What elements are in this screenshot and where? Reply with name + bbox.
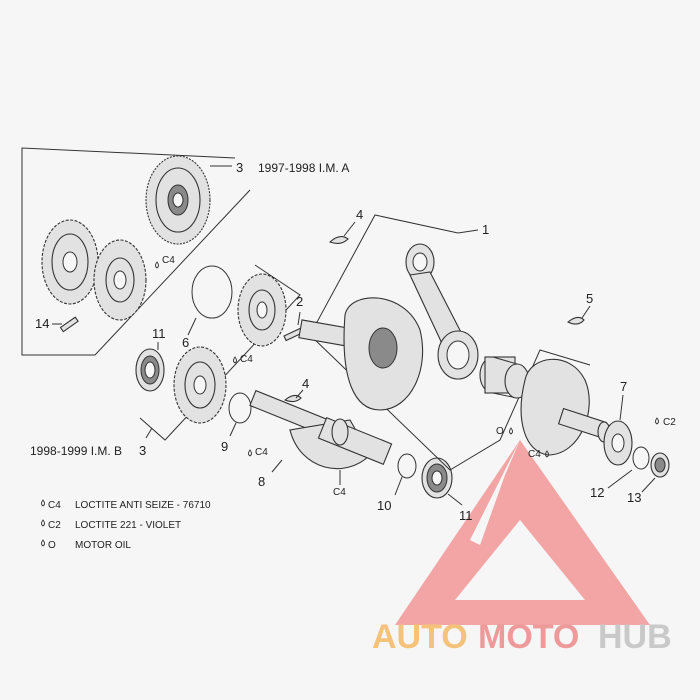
- drop-icon: [655, 417, 659, 425]
- crank-assembly-box: [309, 214, 591, 471]
- mark-c4-right-web: C4: [528, 449, 541, 460]
- bearing-11-left: [135, 348, 165, 392]
- callout-4-lower: 4: [302, 376, 309, 391]
- crank-web-right: [520, 358, 611, 456]
- leader-2: [297, 311, 301, 326]
- sprocket-gear-variant-a: [41, 219, 99, 305]
- bearing-11-right: [421, 457, 453, 499]
- crank-web-left: [298, 297, 424, 411]
- gear-3-variant-a: [145, 155, 211, 245]
- callout-7: 7: [620, 379, 627, 394]
- variant-b-label: 1998-1999 I.M. B: [30, 444, 122, 458]
- leader-4b: [295, 389, 304, 399]
- gear-variant-b-upper: [237, 273, 287, 347]
- nut-13: [650, 452, 670, 478]
- drop-icon: [509, 427, 513, 435]
- callout-5: 5: [586, 291, 593, 306]
- leader-8: [271, 459, 283, 473]
- leader-11b: [447, 493, 463, 506]
- mark-c4-variant-b: C4: [240, 354, 253, 365]
- legend-code-c4: C4: [48, 500, 61, 511]
- legend-code-c2: C2: [48, 520, 61, 531]
- mark-c4-variant-a: C4: [162, 255, 175, 266]
- leader-12: [607, 469, 633, 489]
- drop-icon: [248, 449, 252, 457]
- drop-icon: [155, 261, 159, 269]
- drop-icon: [41, 499, 45, 507]
- legend: C4 LOCTITE ANTI SEIZE - 76710 C2 LOCTITE…: [41, 499, 211, 551]
- legend-text-o: MOTOR OIL: [75, 540, 131, 551]
- variant-b-box: [139, 264, 301, 441]
- pin-14: [59, 316, 79, 333]
- leader-5: [581, 305, 591, 319]
- mark-c4-shaft: C4: [255, 447, 268, 458]
- callout-10: 10: [377, 498, 391, 513]
- mark-c2-nut: C2: [663, 417, 676, 428]
- drop-icon: [545, 450, 549, 458]
- variant-a-label: 1997-1998 I.M. A: [258, 161, 349, 175]
- key-4-upper: [328, 236, 349, 245]
- legend-text-c4: LOCTITE ANTI SEIZE - 76710: [75, 500, 211, 511]
- callout-4-upper: 4: [356, 207, 363, 222]
- callout-9: 9: [221, 439, 228, 454]
- crankshaft-half-8: [249, 389, 393, 470]
- mark-c4-crankshaft: C4: [333, 487, 346, 498]
- crank-pin: [479, 356, 530, 399]
- callout-12: 12: [590, 485, 604, 500]
- key-5: [566, 316, 585, 325]
- watermark-triangle-cutout: [455, 520, 585, 600]
- key-4-lower: [283, 394, 302, 403]
- watermark-text: AUTO MOTO HUB: [372, 618, 672, 656]
- leader-10: [394, 476, 403, 496]
- legend-text-c2: LOCTITE 221 - VIOLET: [75, 520, 181, 531]
- callout-8: 8: [258, 474, 265, 489]
- leader-13: [641, 477, 656, 493]
- drop-icon: [233, 356, 237, 364]
- leader-1: [457, 229, 479, 234]
- callout-1: 1: [482, 222, 489, 237]
- callout-3-variant-b: 3: [139, 443, 146, 458]
- washer-9: [228, 392, 252, 424]
- ring-6: [191, 265, 233, 319]
- callout-3-variant-a: 3: [236, 160, 243, 175]
- watermark-logo: [395, 440, 650, 625]
- callout-11-left: 11: [152, 326, 166, 341]
- callout-2: 2: [296, 294, 303, 309]
- drop-icon: [41, 519, 45, 527]
- watermark-auto: AUTO: [372, 618, 468, 656]
- callout-6: 6: [182, 335, 189, 350]
- leader-4a: [343, 221, 356, 237]
- watermark-triangle-gap: [470, 440, 520, 545]
- leader-6: [187, 317, 197, 336]
- washer-12: [632, 446, 650, 470]
- watermark-hub: HUB: [598, 618, 672, 656]
- gear-variant-b-lower: [173, 346, 227, 424]
- loctite-drop-icons: [155, 261, 659, 458]
- legend-code-o: O: [48, 540, 56, 551]
- sprocket-plate-variant-a: [93, 239, 147, 321]
- variant-a-box: [21, 147, 251, 356]
- leader-9: [229, 422, 237, 437]
- washer-10: [397, 453, 417, 479]
- callout-14: 14: [35, 316, 49, 331]
- leader-3b: [145, 427, 153, 439]
- leader-7: [619, 394, 624, 421]
- watermark-moto: MOTO: [478, 618, 579, 656]
- callout-13: 13: [627, 490, 641, 505]
- drop-icon: [41, 539, 45, 547]
- callout-11-right: 11: [459, 508, 473, 523]
- connecting-rod: [405, 243, 479, 380]
- mark-o-oil: O: [496, 426, 504, 437]
